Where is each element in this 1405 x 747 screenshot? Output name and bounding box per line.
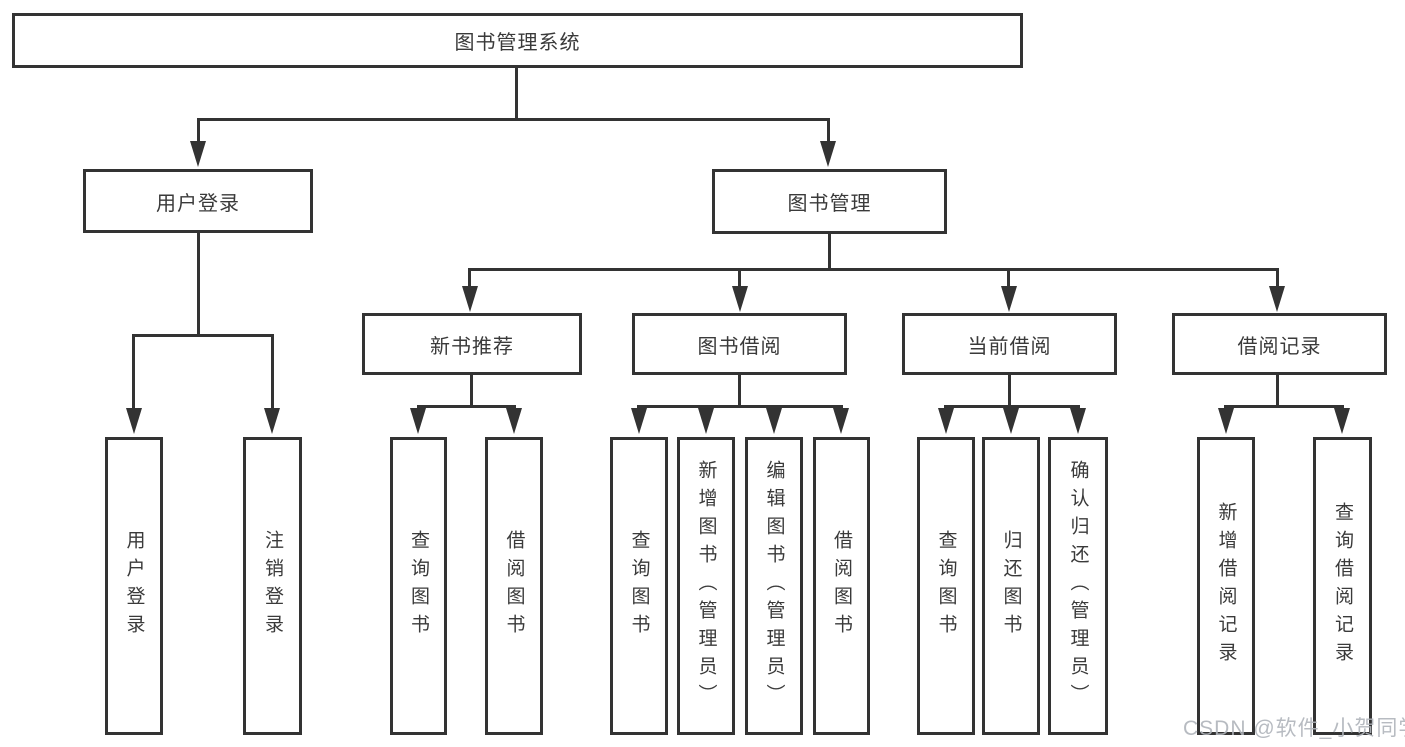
- connector-vline: [197, 118, 200, 145]
- node-root: 图书管理系统: [12, 13, 1023, 68]
- connector-hline: [197, 118, 830, 121]
- node-leaf-logout: 注销登录: [243, 437, 302, 735]
- connector-hline: [417, 405, 516, 408]
- arrow-down-icon: [506, 408, 522, 434]
- connector-vline: [132, 334, 135, 412]
- arrow-down-icon: [1334, 408, 1350, 434]
- arrow-down-icon: [1218, 408, 1234, 434]
- connector-hline: [944, 405, 1080, 408]
- node-leaf-borrow-query: 查询图书: [610, 437, 668, 735]
- node-book-mgmt: 图书管理: [712, 169, 947, 234]
- arrow-down-icon: [410, 408, 426, 434]
- arrow-down-icon: [1269, 286, 1285, 312]
- connector-hline: [1224, 405, 1344, 408]
- node-leaf-current-return: 归还图书: [982, 437, 1040, 735]
- connector-vline: [197, 233, 200, 337]
- connector-vline: [738, 375, 741, 407]
- node-group-borrow-records: 借阅记录: [1172, 313, 1387, 375]
- node-leaf-new-borrow: 借阅图书: [485, 437, 543, 735]
- arrow-down-icon: [732, 286, 748, 312]
- node-leaf-record-query: 查询借阅记录: [1313, 437, 1372, 735]
- arrow-down-icon: [1003, 408, 1019, 434]
- arrow-down-icon: [1070, 408, 1086, 434]
- watermark: CSDN @软件_小贺同学: [1183, 717, 1405, 740]
- arrow-down-icon: [820, 141, 836, 167]
- connector-hline: [132, 334, 274, 337]
- node-leaf-borrow-add: 新增图书（管理员）: [677, 437, 735, 735]
- arrow-down-icon: [264, 408, 280, 434]
- node-user-login: 用户登录: [83, 169, 313, 233]
- arrow-down-icon: [190, 141, 206, 167]
- node-leaf-borrow-borrow: 借阅图书: [813, 437, 870, 735]
- arrow-down-icon: [126, 408, 142, 434]
- connector-vline: [271, 334, 274, 412]
- connector-vline: [470, 375, 473, 407]
- connector-hline: [469, 268, 1279, 271]
- node-leaf-new-query: 查询图书: [390, 437, 447, 735]
- node-leaf-current-query: 查询图书: [917, 437, 975, 735]
- node-group-current-borrow: 当前借阅: [902, 313, 1117, 375]
- arrow-down-icon: [698, 408, 714, 434]
- arrow-down-icon: [462, 286, 478, 312]
- connector-vline: [827, 118, 830, 145]
- connector-hline: [637, 405, 843, 408]
- node-leaf-current-confirm: 确认归还（管理员）: [1048, 437, 1108, 735]
- arrow-down-icon: [833, 408, 849, 434]
- connector-vline: [515, 68, 518, 118]
- node-leaf-login: 用户登录: [105, 437, 163, 735]
- connector-vline: [1008, 375, 1011, 407]
- connector-vline: [1007, 268, 1010, 290]
- arrow-down-icon: [631, 408, 647, 434]
- node-leaf-record-add: 新增借阅记录: [1197, 437, 1255, 735]
- node-group-book-borrow: 图书借阅: [632, 313, 847, 375]
- arrow-down-icon: [1001, 286, 1017, 312]
- connector-vline: [1276, 268, 1279, 290]
- connector-vline: [1276, 375, 1279, 407]
- node-group-new-books: 新书推荐: [362, 313, 582, 375]
- arrow-down-icon: [938, 408, 954, 434]
- connector-vline: [828, 234, 831, 270]
- connector-vline: [468, 268, 471, 290]
- arrow-down-icon: [766, 408, 782, 434]
- connector-vline: [738, 268, 741, 290]
- node-leaf-borrow-edit: 编辑图书（管理员）: [745, 437, 803, 735]
